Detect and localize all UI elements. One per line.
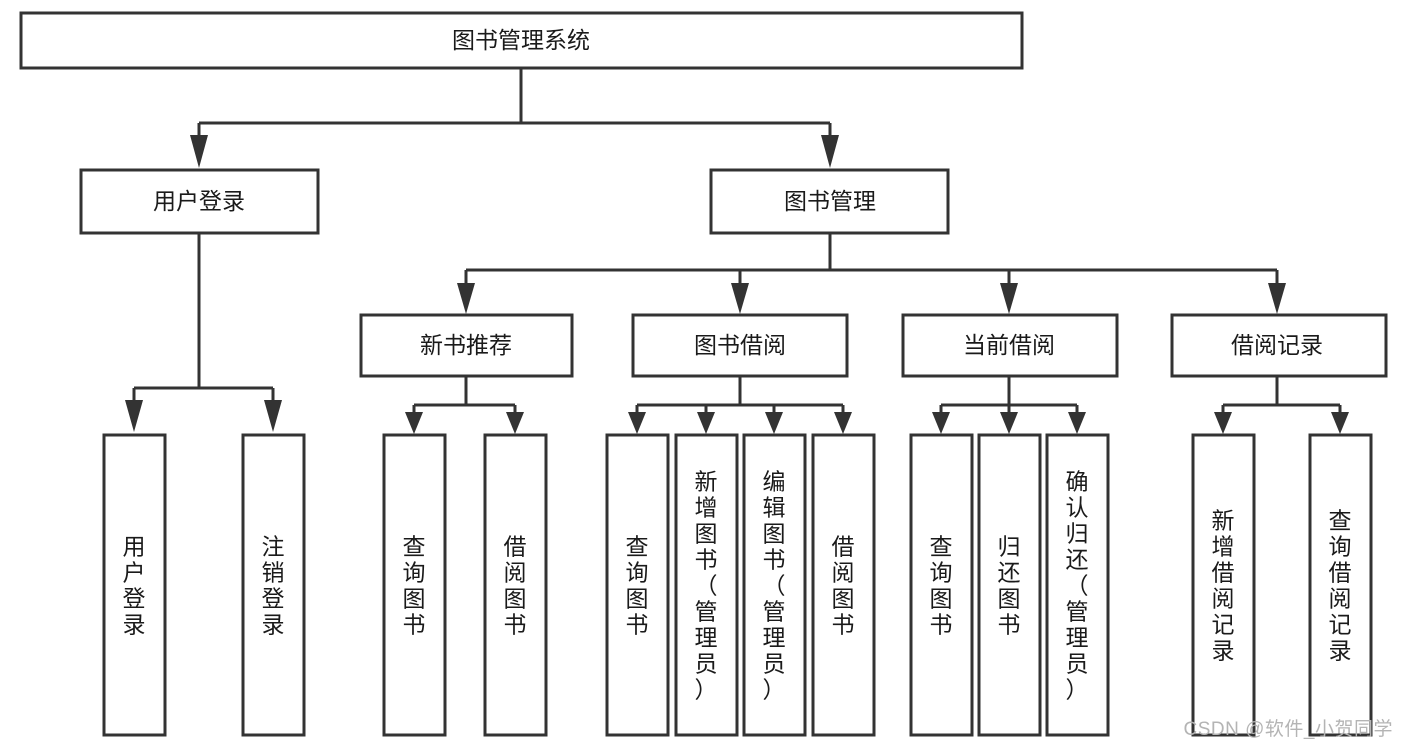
arrow-head-current-2 xyxy=(1068,412,1086,434)
leaf-node-4-label: 查询图书 xyxy=(626,533,649,637)
arrow-head-current-1 xyxy=(1000,412,1018,434)
leaf-node-8-label: 查询图书 xyxy=(930,533,953,637)
node-level3-1-label: 图书借阅 xyxy=(694,332,786,358)
arrow-head-borrow-1 xyxy=(697,412,715,434)
node-level2-1[interactable]: 图书管理 xyxy=(709,168,950,235)
leaf-node-11-box[interactable] xyxy=(1191,433,1256,737)
node-level3-0-label: 新书推荐 xyxy=(420,332,512,358)
leaf-node-5-box[interactable] xyxy=(674,433,739,737)
leaf-node-10[interactable]: 确认归还（管理员） xyxy=(1045,433,1110,737)
leaf-node-1[interactable]: 注销登录 xyxy=(241,433,306,737)
leaf-node-4[interactable]: 查询图书 xyxy=(605,433,670,737)
node-level2-1-box[interactable] xyxy=(709,168,950,235)
node-level3-2-label: 当前借阅 xyxy=(963,332,1055,358)
arrow-head-newbook-1 xyxy=(506,412,524,434)
leaf-node-4-box[interactable] xyxy=(605,433,670,737)
node-level3-3-box[interactable] xyxy=(1170,313,1388,378)
arrow-head-level3-0 xyxy=(457,283,475,314)
leaf-node-2[interactable]: 查询图书 xyxy=(382,433,447,737)
leaf-node-12-box[interactable] xyxy=(1308,433,1373,737)
arrow-head-userlogin-1 xyxy=(264,400,282,432)
arrow-head-borrow-2 xyxy=(765,412,783,434)
arrow-head-level2-0 xyxy=(190,135,208,168)
node-level3-1-box[interactable] xyxy=(631,313,849,378)
leaf-node-5-label: 新增图书（管理员） xyxy=(695,468,718,702)
leaf-node-9-box[interactable] xyxy=(977,433,1042,737)
leaf-node-1-box[interactable] xyxy=(241,433,306,737)
leaf-node-0-label: 用户登录 xyxy=(123,533,146,637)
node-level2-1-label: 图书管理 xyxy=(784,188,876,214)
arrow-head-borrow-0 xyxy=(628,412,646,434)
leaf-node-8-box[interactable] xyxy=(909,433,974,737)
leaf-node-layer: 用户登录 注销登录 查询图书 借阅图书 查询图书 新增图书（管理员） xyxy=(102,433,1373,737)
leaf-node-2-label: 查询图书 xyxy=(403,533,426,637)
leaf-node-1-label: 注销登录 xyxy=(262,533,285,637)
leaf-node-9-label: 归还图书 xyxy=(998,533,1021,637)
node-level3-3-label: 借阅记录 xyxy=(1231,332,1323,358)
arrow-head-borrow-3 xyxy=(834,412,852,434)
arrow-head-newbook-0 xyxy=(405,412,423,434)
leaf-node-12-label: 查询借阅记录 xyxy=(1329,507,1352,663)
leaf-node-7-box[interactable] xyxy=(811,433,876,737)
node-level3-3[interactable]: 借阅记录 xyxy=(1170,313,1388,378)
arrow-head-level2-1 xyxy=(821,135,839,168)
leaf-node-8[interactable]: 查询图书 xyxy=(909,433,974,737)
leaf-node-6[interactable]: 编辑图书（管理员） xyxy=(742,433,807,737)
arrow-head-userlogin-0 xyxy=(125,400,143,432)
leaf-node-3-box[interactable] xyxy=(483,433,548,737)
node-level2-0[interactable]: 用户登录 xyxy=(79,168,320,235)
leaf-node-0-box[interactable] xyxy=(102,433,167,737)
leaf-node-11[interactable]: 新增借阅记录 xyxy=(1191,433,1256,737)
leaf-node-2-box[interactable] xyxy=(382,433,447,737)
connector-layer xyxy=(125,68,1349,434)
arrow-head-record-0 xyxy=(1214,412,1232,434)
node-level2-0-box[interactable] xyxy=(79,168,320,235)
leaf-node-12[interactable]: 查询借阅记录 xyxy=(1308,433,1373,737)
leaf-node-9[interactable]: 归还图书 xyxy=(977,433,1042,737)
node-root[interactable]: 图书管理系统 xyxy=(19,11,1024,70)
arrow-head-level3-1 xyxy=(731,283,749,314)
node-level3-2-box[interactable] xyxy=(901,313,1119,378)
leaf-node-11-label: 新增借阅记录 xyxy=(1212,507,1235,663)
node-level3-0-box[interactable] xyxy=(359,313,574,378)
node-root-box[interactable] xyxy=(19,11,1024,70)
node-level2-0-label: 用户登录 xyxy=(153,188,245,214)
leaf-node-0[interactable]: 用户登录 xyxy=(102,433,167,737)
leaf-node-6-label: 编辑图书（管理员） xyxy=(763,468,786,702)
leaf-node-3-label: 借阅图书 xyxy=(504,533,527,637)
node-level3-0[interactable]: 新书推荐 xyxy=(359,313,574,378)
leaf-node-7[interactable]: 借阅图书 xyxy=(811,433,876,737)
node-level3-1[interactable]: 图书借阅 xyxy=(631,313,849,378)
arrow-head-level3-3 xyxy=(1268,283,1286,314)
arrow-head-level3-2 xyxy=(1000,283,1018,314)
node-root-label: 图书管理系统 xyxy=(452,27,590,53)
leaf-node-6-box[interactable] xyxy=(742,433,807,737)
leaf-node-10-box[interactable] xyxy=(1045,433,1110,737)
leaf-node-5[interactable]: 新增图书（管理员） xyxy=(674,433,739,737)
leaf-node-3[interactable]: 借阅图书 xyxy=(483,433,548,737)
arrow-head-record-1 xyxy=(1331,412,1349,434)
leaf-node-10-label: 确认归还（管理员） xyxy=(1066,468,1089,702)
leaf-node-7-label: 借阅图书 xyxy=(832,533,855,637)
node-level3-2[interactable]: 当前借阅 xyxy=(901,313,1119,378)
arrow-head-current-0 xyxy=(932,412,950,434)
